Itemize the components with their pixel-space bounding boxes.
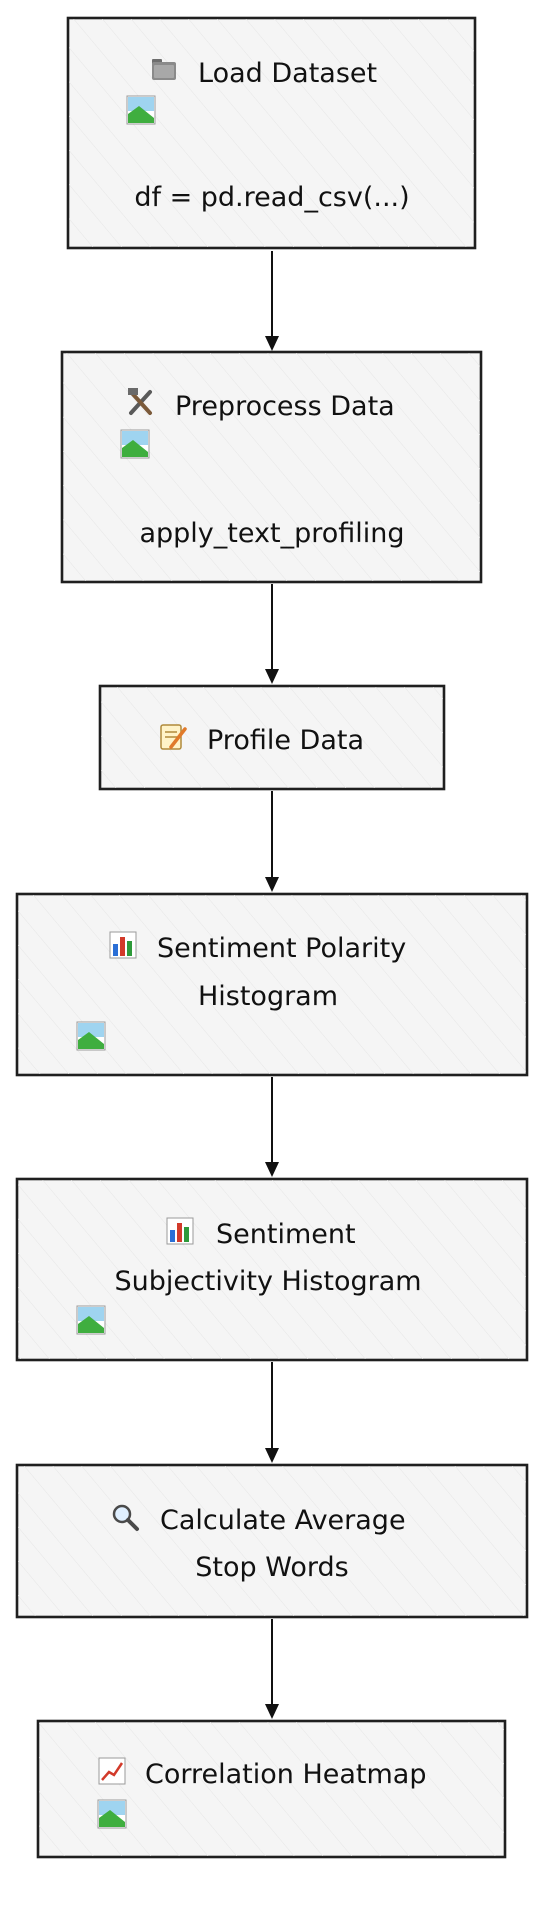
edge-polarity-to-subjectivity: [265, 1077, 279, 1177]
tools-icon: [128, 388, 152, 415]
bar-chart-icon: [109, 931, 137, 959]
edge-load-to-preprocess: [265, 251, 279, 351]
node-preprocess-data: Preprocess Data apply_text_profiling: [60, 350, 483, 584]
node-load-dataset: Load Dataset df = pd.read_csv(...): [66, 16, 477, 250]
edge-subjectivity-to-stopwords: [265, 1362, 279, 1463]
node-code: apply_text_profiling: [139, 518, 404, 549]
trend-chart-icon: [98, 1757, 126, 1785]
node-title: Correlation Heatmap: [145, 1759, 427, 1790]
node-title-line-1: Sentiment: [216, 1219, 356, 1250]
node-code: df = pd.read_csv(...): [134, 182, 409, 213]
node-title-line-1: Calculate Average: [160, 1505, 406, 1536]
node-calculate-average-stop-words: Calculate Average Stop Words: [15, 1463, 529, 1619]
memo-icon: [160, 724, 187, 750]
node-profile-data: Profile Data: [98, 684, 446, 791]
node-title-line-1: Sentiment Polarity: [157, 933, 406, 964]
broken-image-icon: [120, 429, 150, 459]
node-title-line-2: Histogram: [198, 981, 338, 1012]
node-hatch: [39, 1722, 504, 1856]
edge-stopwords-to-heatmap: [265, 1619, 279, 1719]
broken-image-icon: [126, 95, 156, 125]
node-title-line-2: Stop Words: [195, 1552, 348, 1583]
broken-image-icon: [97, 1799, 127, 1829]
bar-chart-icon: [166, 1217, 194, 1245]
node-hatch: [18, 1466, 526, 1616]
folder-icon: [152, 59, 176, 80]
node-correlation-heatmap: Correlation Heatmap: [36, 1719, 507, 1859]
edges: [265, 251, 279, 1719]
broken-image-icon: [76, 1021, 106, 1051]
magnifier-icon: [112, 1504, 139, 1531]
node-title: Load Dataset: [198, 58, 377, 89]
node-hatch: [69, 19, 474, 247]
edge-preprocess-to-profile: [265, 584, 279, 684]
node-title: Preprocess Data: [175, 391, 395, 422]
edge-profile-to-polarity: [265, 791, 279, 892]
node-title: Profile Data: [207, 725, 364, 756]
node-hatch: [101, 687, 443, 788]
node-sentiment-polarity-histogram: Sentiment Polarity Histogram: [15, 892, 529, 1077]
node-title-line-2: Subjectivity Histogram: [114, 1266, 421, 1297]
node-sentiment-subjectivity-histogram: Sentiment Subjectivity Histogram: [15, 1177, 529, 1362]
broken-image-icon: [76, 1305, 106, 1335]
